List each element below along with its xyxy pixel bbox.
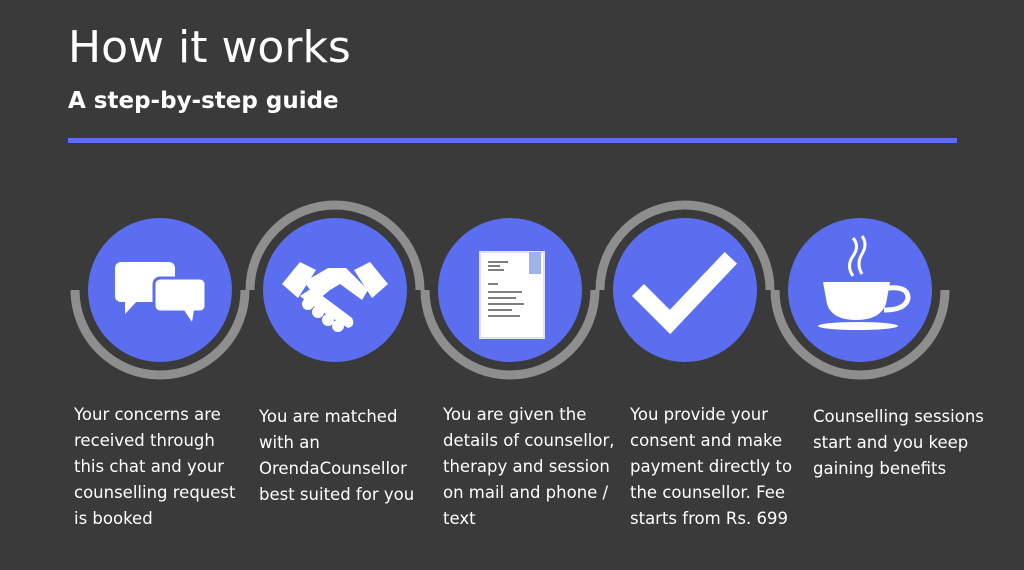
- coffee-cup-icon: [818, 235, 911, 330]
- page-title: How it works: [68, 22, 351, 73]
- arc-step-1: [70, 289, 250, 380]
- chat-bubbles-icon: [115, 262, 208, 322]
- page-subtitle: A step-by-step guide: [68, 88, 339, 114]
- header-divider: [68, 138, 957, 143]
- step-2-description: You are matched with an OrendaCounsellor…: [259, 407, 415, 504]
- step-circle-4: [613, 218, 757, 362]
- arc-step-4: [595, 200, 775, 291]
- step-4-description: You provide your consent and make paymen…: [630, 405, 793, 528]
- arc-step-3: [420, 289, 600, 380]
- step-circle-2: [263, 218, 407, 362]
- step-1-description: Your concerns are received through this …: [74, 405, 236, 528]
- step-5-description: Counselling sessions start and you keep …: [813, 407, 984, 478]
- checkmark-icon: [631, 251, 738, 335]
- handshake-icon: [282, 262, 388, 332]
- arc-step-5: [770, 289, 950, 380]
- step-3-description: You are given the details of counsellor,…: [443, 405, 615, 528]
- document-icon: [479, 251, 545, 339]
- arc-step-2: [245, 200, 425, 291]
- step-arcs: [70, 200, 950, 380]
